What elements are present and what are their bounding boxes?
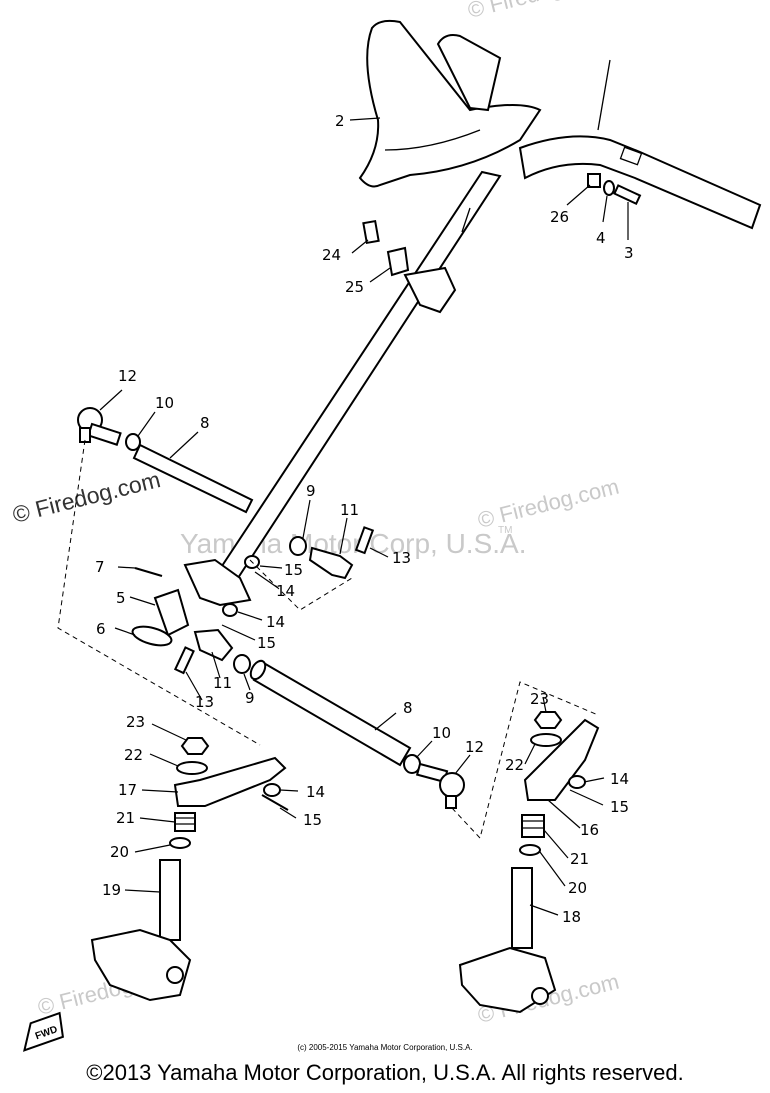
guide-line-right: [451, 681, 599, 840]
nut-26: [587, 173, 601, 188]
nut-9-upper: [289, 536, 307, 556]
nut-23-right: [533, 711, 563, 729]
callout-12-lower: 12: [465, 738, 484, 756]
callout-23-right: 23: [530, 690, 549, 708]
callout-3: 3: [624, 244, 634, 262]
callout-13-upper: 13: [392, 549, 411, 567]
watermark-repeat-right: © Firedog.com: [475, 474, 621, 533]
callout-8-upper: 8: [200, 414, 210, 432]
callout-14-left-arm: 14: [306, 783, 325, 801]
callout-20-left: 20: [110, 843, 129, 861]
part-6-washer: [131, 625, 173, 647]
callout-15-left-arm: 15: [303, 811, 322, 829]
nut-23-left: [180, 737, 210, 755]
callout-23-left: 23: [126, 713, 145, 731]
clamp-25: [386, 246, 410, 277]
callout-22-left: 22: [124, 746, 143, 764]
callout-20-right: 20: [568, 879, 587, 897]
callout-11-upper: 11: [340, 501, 359, 519]
tie-rod-end-11-lower: [193, 628, 234, 662]
part-7-pin: [134, 567, 163, 577]
callout-24: 24: [322, 246, 341, 264]
part-5-bushing: [153, 588, 190, 637]
watermark-side: © Firedog.com: [10, 466, 163, 528]
callout-14-mid: 14: [266, 613, 285, 631]
fwd-arrow-icon: FWD: [23, 1011, 65, 1052]
callout-19: 19: [102, 881, 121, 899]
leader-lines: [99, 117, 629, 916]
callout-14-right-arm: 14: [610, 770, 629, 788]
pin-15-left-arm: [261, 794, 289, 811]
tie-rod-upper: [132, 443, 254, 514]
callout-15-upper: 15: [284, 561, 303, 579]
callout-2: 2: [335, 112, 345, 130]
washer-22-left: [176, 761, 208, 775]
washer-20-right: [519, 844, 541, 856]
washer-22-right: [530, 733, 562, 747]
callout-11-lower: 11: [213, 674, 232, 692]
callout-5: 5: [116, 589, 126, 607]
callout-21-left: 21: [116, 809, 135, 827]
tie-rod-end-12-left: [77, 407, 122, 446]
spindle-18: [458, 867, 557, 1014]
spring-21-right: [521, 814, 545, 838]
spring-21-left: [174, 812, 196, 832]
callout-4: 4: [596, 229, 606, 247]
callout-9-upper: 9: [306, 482, 316, 500]
callout-13-lower: 13: [195, 693, 214, 711]
washer-4: [603, 180, 615, 196]
callout-18: 18: [562, 908, 581, 926]
bolt-24: [362, 219, 380, 245]
callout-12-upper: 12: [118, 367, 137, 385]
watermark-repeat-top: © Firedog.com: [465, 0, 611, 23]
small-credit-line: (c) 2005-2015 Yamaha Motor Corporation, …: [297, 1043, 473, 1052]
nut-14-left-arm: [263, 783, 281, 797]
callout-8-lower: 8: [403, 699, 413, 717]
guide-line-center: [249, 559, 353, 611]
watermark-tm: TM: [498, 525, 512, 536]
callout-15-mid: 15: [257, 634, 276, 652]
spindle-19: [90, 859, 192, 1002]
knuckle-arm-17: [173, 756, 287, 807]
knuckle-arm-16: [523, 718, 600, 801]
callout-17: 17: [118, 781, 137, 799]
callout-9-lower: 9: [245, 689, 255, 707]
callout-22-right: 22: [505, 756, 524, 774]
callout-10-lower: 10: [432, 724, 451, 742]
callout-21-right: 21: [570, 850, 589, 868]
nut-10-left: [125, 433, 141, 451]
callout-25: 25: [345, 278, 364, 296]
tie-rod-end-12-right: [415, 762, 465, 809]
bolt-13-upper: [354, 526, 375, 555]
pitman-bracket: [183, 558, 252, 607]
guide-line-left: [57, 439, 261, 746]
nut-14-mid: [222, 603, 238, 617]
handlebar-grip-left: [436, 34, 502, 112]
callout-14-upper: 14: [276, 582, 295, 600]
nut-9-lower: [233, 654, 251, 674]
bolt-3: [613, 184, 642, 206]
callout-6: 6: [96, 620, 106, 638]
callout-26: 26: [550, 208, 569, 226]
washer-20-left: [169, 837, 191, 849]
copyright-footer: ©2013 Yamaha Motor Corporation, U.S.A. A…: [86, 1060, 684, 1085]
handlebar-bar-right: [518, 59, 762, 230]
callout-10-upper: 10: [155, 394, 174, 412]
handlebar-cover: [358, 19, 542, 188]
bolt-13-lower: [173, 646, 195, 675]
callout-16: 16: [580, 821, 599, 839]
callout-7: 7: [95, 558, 105, 576]
tie-rod-lower: [249, 659, 412, 767]
column-holder: [403, 266, 457, 314]
nut-14-right-arm: [568, 775, 586, 789]
tie-rod-end-11-upper: [308, 546, 354, 580]
callout-15-right-arm: 15: [610, 798, 629, 816]
